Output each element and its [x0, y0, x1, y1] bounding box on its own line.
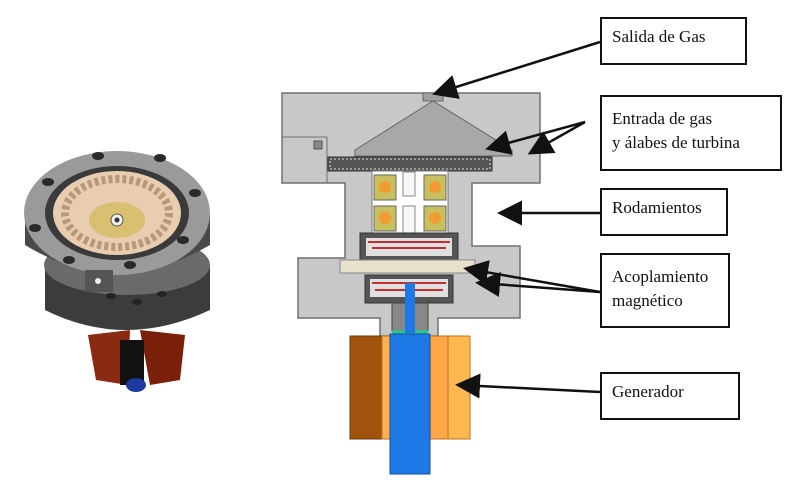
generator-magnet-dark: [349, 335, 383, 440]
arrow-gas-outlet: [432, 40, 601, 99]
label-bearings-text: Rodamientos: [612, 198, 702, 217]
label-gas-outlet: Salida de Gas: [600, 17, 747, 65]
generator-fin-left: [88, 330, 130, 385]
label-gas-outlet-text: Salida de Gas: [612, 27, 706, 46]
label-gas-inlet-line2: y álabes de turbina: [612, 133, 740, 152]
leader-arrows: [432, 40, 601, 399]
label-coupling: Acoplamiento magnético: [600, 253, 730, 328]
label-gas-inlet: Entrada de gas y álabes de turbina: [600, 95, 782, 171]
bolt-holes-3d: [29, 152, 201, 269]
shaft-lower: [405, 283, 415, 333]
cross-section-group: [281, 92, 541, 475]
label-bearings: Rodamientos: [600, 188, 728, 236]
label-generator-text: Generador: [612, 382, 684, 401]
shaft-upper: [402, 171, 416, 197]
label-gas-inlet-line1: Entrada de gas: [612, 109, 713, 128]
arrow-coupling-2: [475, 272, 601, 297]
bearings: [373, 174, 447, 232]
generator-magnet-light: [429, 335, 449, 440]
shaft-housing-3d: [120, 340, 144, 385]
coupling-disc: [339, 259, 476, 274]
gas-outlet-nozzle: [422, 92, 444, 102]
arrow-gas-inlet-2: [527, 120, 586, 155]
arrow-generator: [455, 373, 601, 399]
shaft-end-3d: [126, 378, 146, 392]
label-generator: Generador: [600, 372, 740, 420]
generator-fin-right: [140, 330, 185, 385]
label-coupling-line1: Acoplamiento: [612, 267, 709, 286]
device-3d-render-group: [24, 151, 210, 392]
generator-rotor-shaft: [389, 333, 431, 475]
label-coupling-line2: magnético: [612, 291, 683, 310]
